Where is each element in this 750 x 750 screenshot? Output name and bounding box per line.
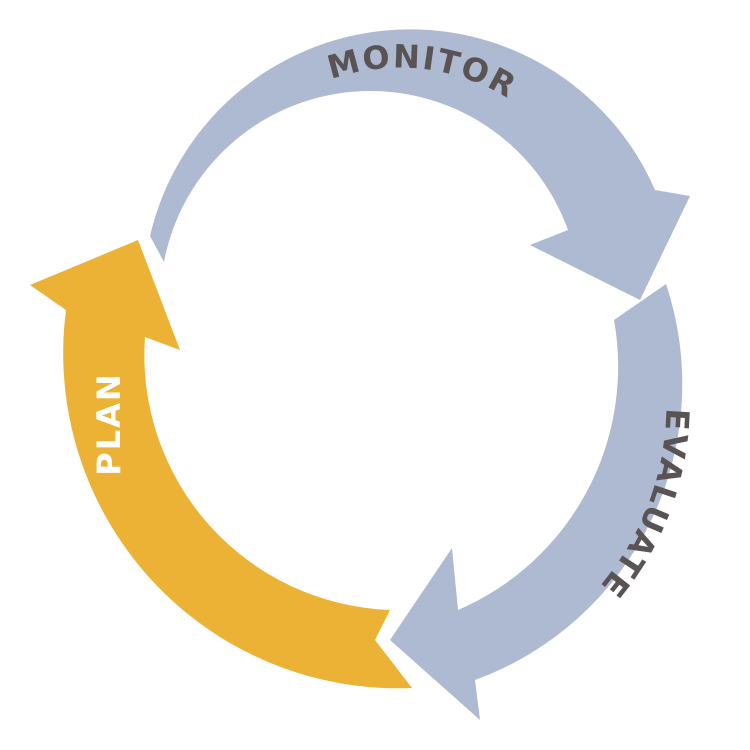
plan-label: PLAN bbox=[90, 372, 128, 475]
evaluate-arrow bbox=[390, 284, 683, 720]
plan-arrow bbox=[30, 240, 412, 689]
monitor-arrow bbox=[150, 29, 690, 301]
